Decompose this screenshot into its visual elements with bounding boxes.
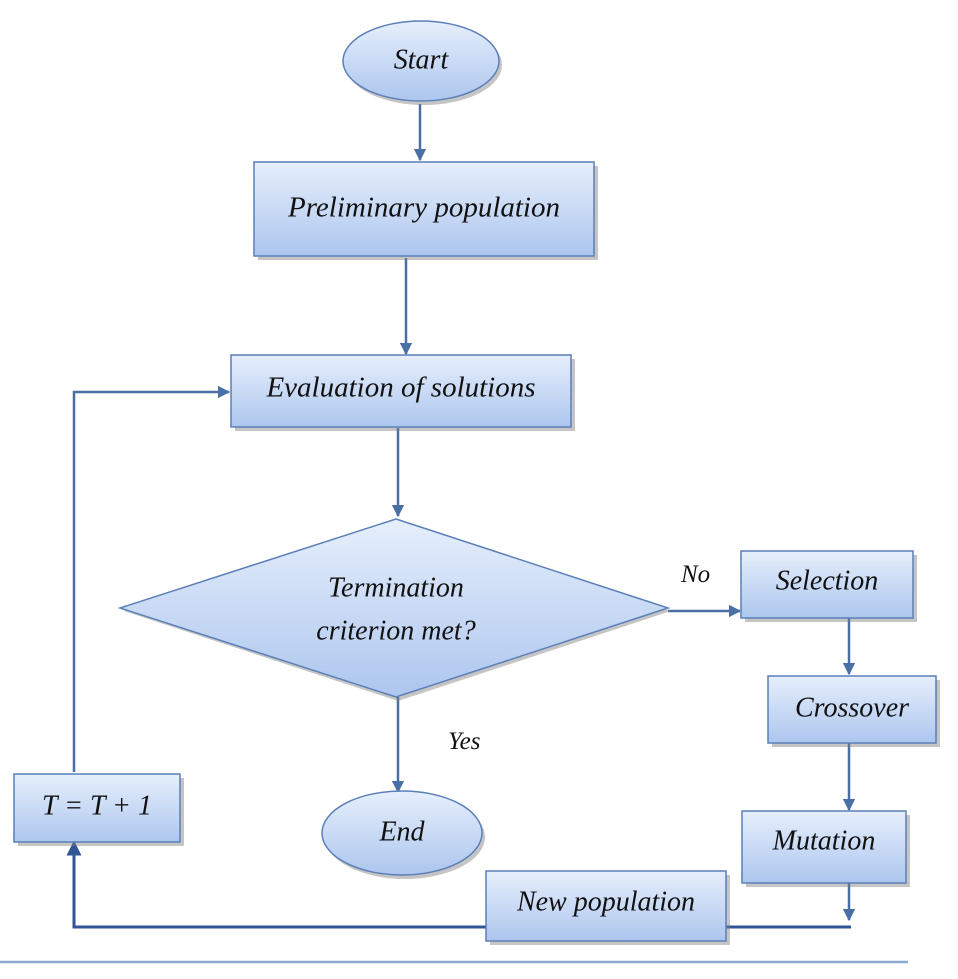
new-population-label: New population (516, 886, 695, 917)
start-node: Start (342, 20, 502, 105)
preliminary-population-label: Preliminary population (287, 192, 560, 224)
termination-decision-node: Termination criterion met? (117, 518, 671, 701)
counter-label: T = T + 1 (42, 790, 152, 821)
crossover-node: Crossover (767, 675, 940, 747)
evaluation-node: Evaluation of solutions (230, 354, 575, 431)
termination-label-line1: Termination (328, 572, 464, 603)
end-label: End (378, 816, 425, 847)
start-label: Start (394, 44, 450, 75)
yes-edge-label: Yes (448, 728, 480, 755)
preliminary-population-node: Preliminary population (253, 161, 598, 260)
counter-node: T = T + 1 (13, 773, 184, 846)
arrow-counter-to-evaluation (72, 385, 231, 772)
mutation-label: Mutation (772, 825, 876, 856)
no-edge-label: No (680, 561, 710, 588)
selection-node: Selection (740, 550, 917, 622)
termination-label-line2: criterion met? (316, 615, 475, 646)
new-population-node: New population (485, 870, 730, 945)
selection-label: Selection (776, 565, 879, 596)
evaluation-label: Evaluation of solutions (265, 372, 535, 404)
end-node: End (321, 790, 485, 879)
mutation-node: Mutation (741, 810, 910, 887)
crossover-label: Crossover (795, 692, 909, 723)
